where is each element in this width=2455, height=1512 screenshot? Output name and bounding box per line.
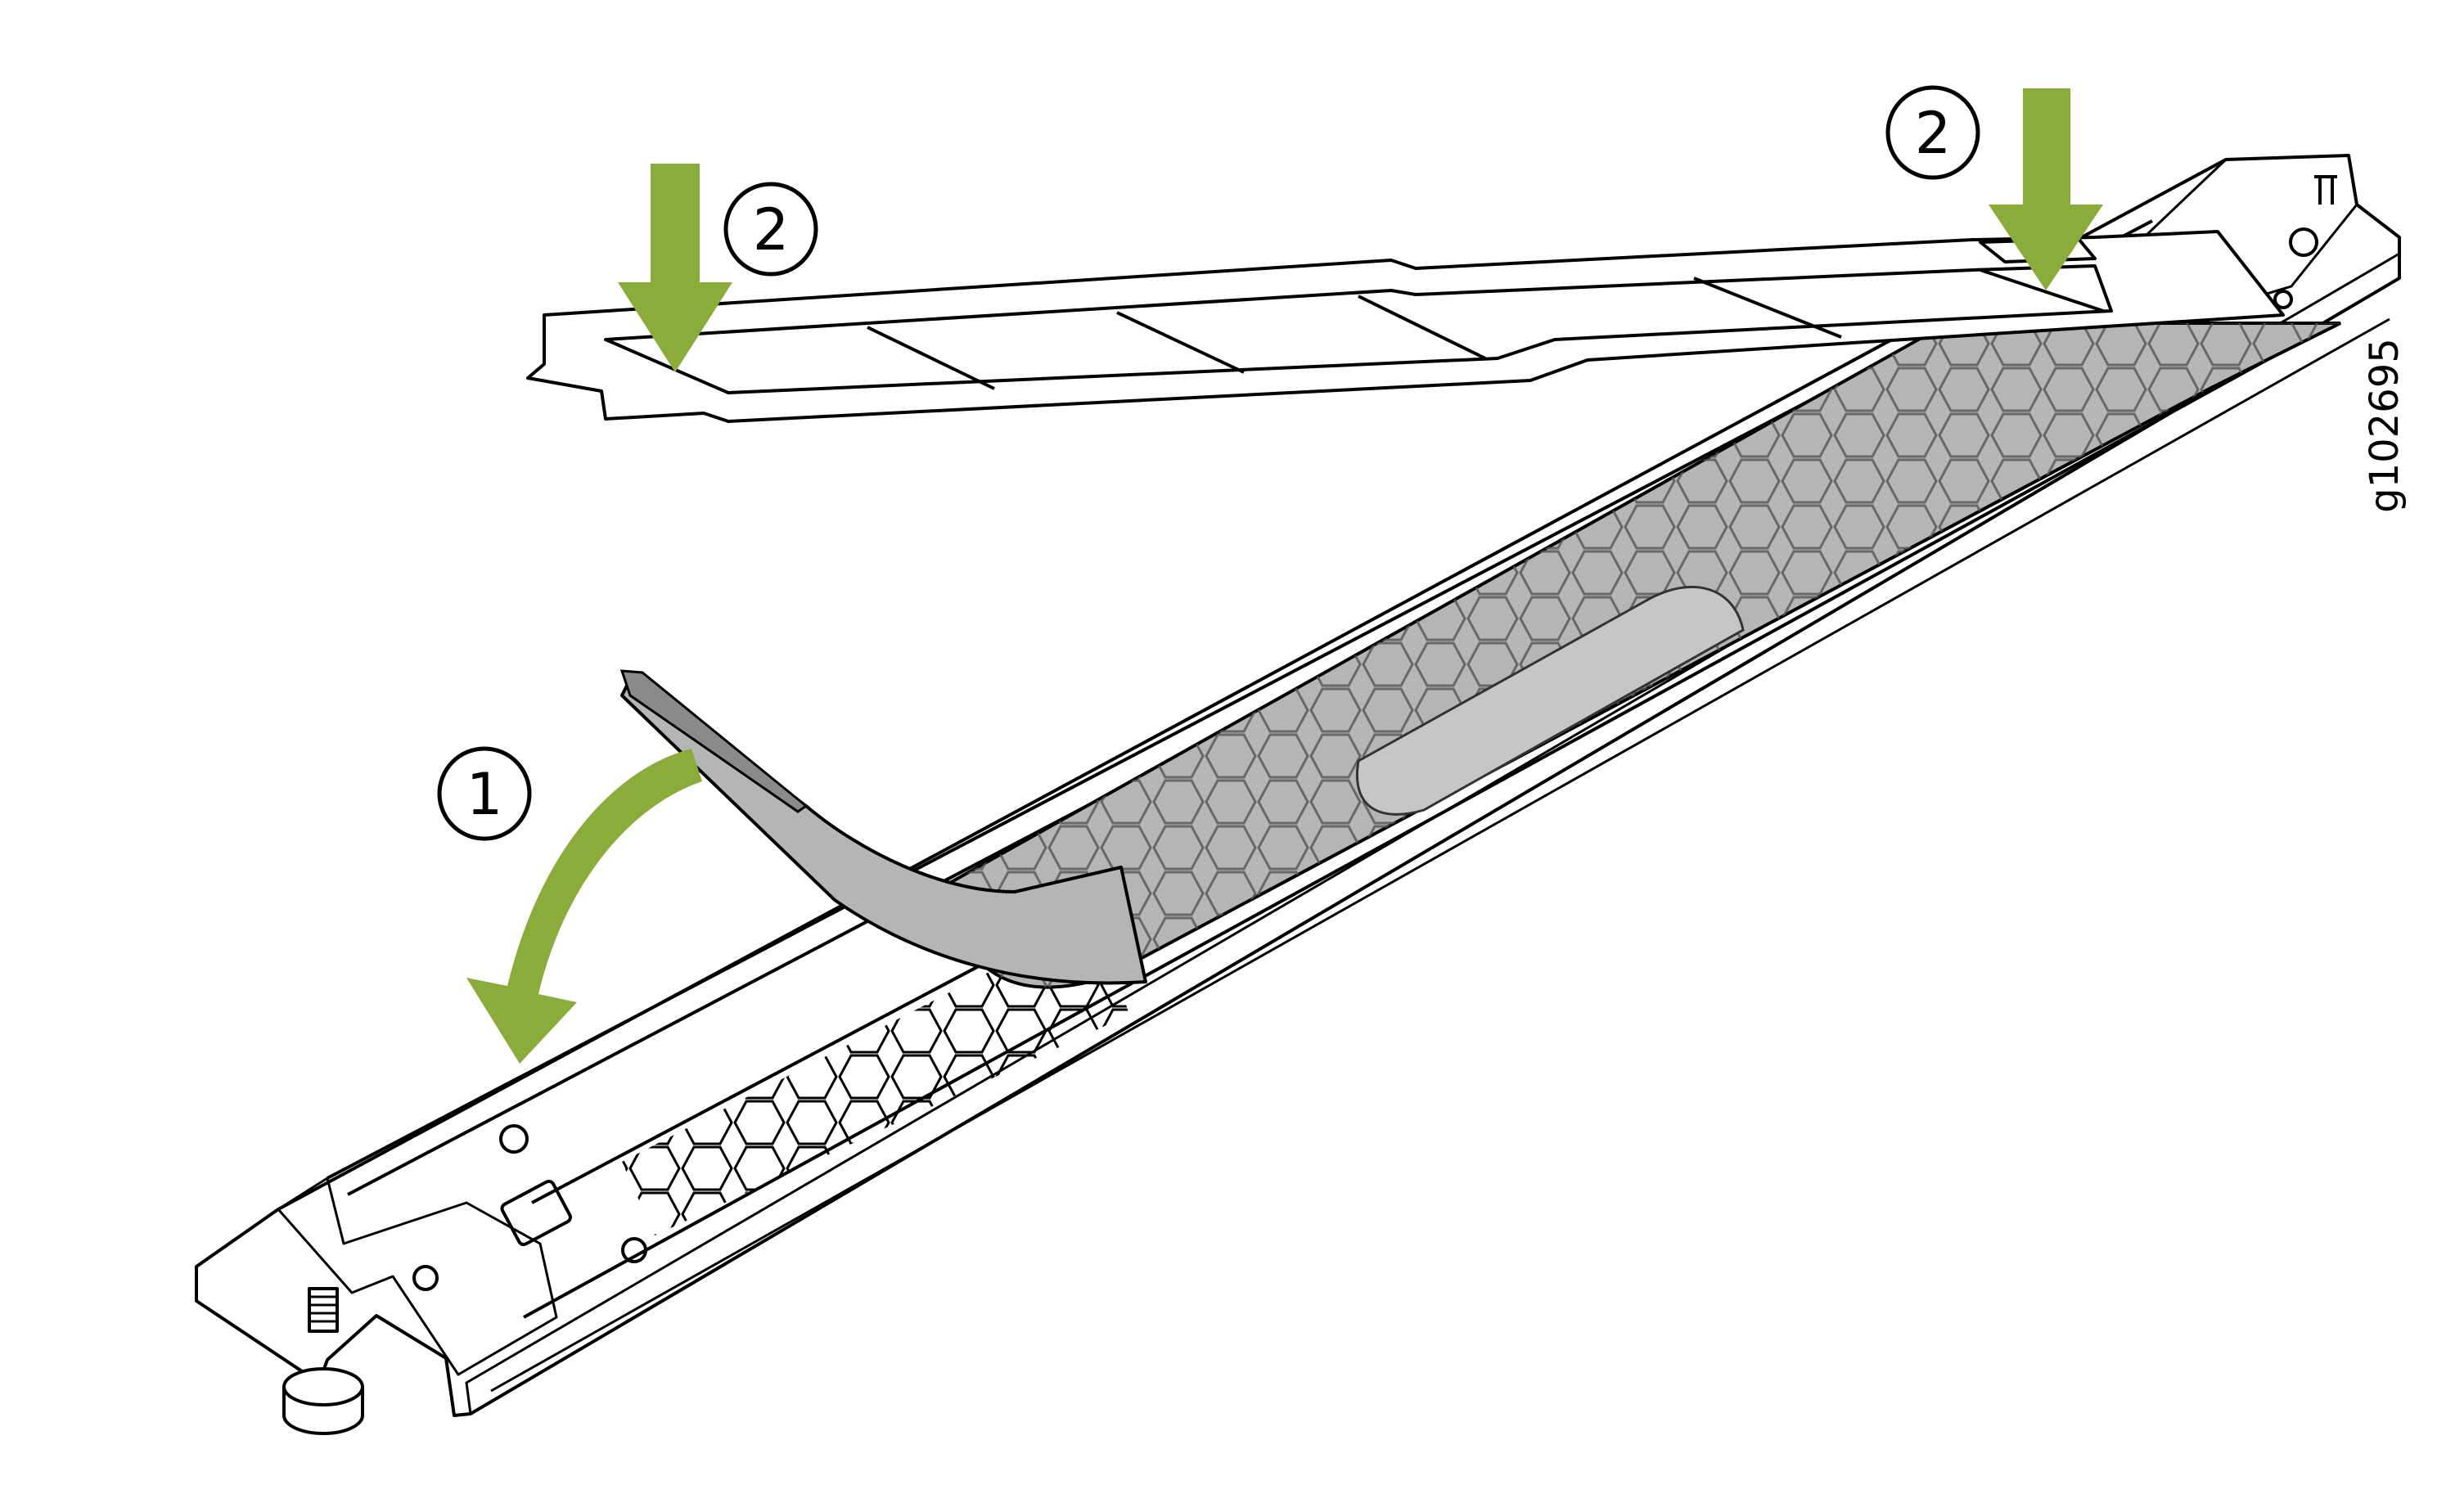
tray-right-screw-hole — [2289, 227, 2318, 257]
frame-crossbar-3 — [1358, 295, 1486, 360]
tray-right-screw-hole-small — [2273, 290, 2293, 309]
frame-crossbar-1 — [867, 326, 995, 390]
filter-peeling-tab — [619, 669, 809, 813]
filter-peeling-edge — [620, 677, 1147, 985]
callout-step-2-right: 2 — [1885, 85, 1980, 180]
down-arrow-left — [618, 164, 732, 372]
tray-rail-5 — [490, 317, 2390, 1393]
tray-left-latch — [500, 1179, 572, 1247]
down-arrow-right — [1989, 88, 2103, 290]
filter-pad — [1356, 585, 1745, 816]
tray-left-screw-hole-3 — [412, 1265, 439, 1291]
svg-text:2: 2 — [1915, 100, 1952, 167]
svg-text:1: 1 — [466, 761, 503, 828]
thumbscrew-left — [282, 1287, 364, 1435]
tray-left-screw-hole-1 — [499, 1124, 529, 1154]
filter-sheet — [619, 322, 2341, 989]
frame-crossbar-2 — [1116, 311, 1245, 374]
figure-id: g102695 — [2362, 338, 2408, 513]
frame-crossbar-4 — [1693, 277, 1842, 339]
tray-hex-mesh — [622, 916, 1129, 1235]
down-arrow-icon — [618, 164, 732, 372]
svg-text:2: 2 — [753, 196, 790, 263]
thumbscrew-right — [2314, 175, 2337, 205]
frame-inner-edge — [604, 264, 2113, 394]
curved-arrow-icon — [466, 749, 702, 1064]
callout-step-1: 1 — [437, 746, 532, 841]
tray-left-bracket — [277, 1177, 558, 1376]
callout-step-2-left: 2 — [723, 182, 818, 277]
frame-crossbar-5 — [1980, 268, 2104, 313]
tray-front-face — [465, 252, 2401, 1415]
filter-frame — [526, 230, 2285, 423]
tray-left-screw-hole-2 — [621, 1237, 647, 1263]
down-arrow-icon — [1989, 88, 2103, 290]
